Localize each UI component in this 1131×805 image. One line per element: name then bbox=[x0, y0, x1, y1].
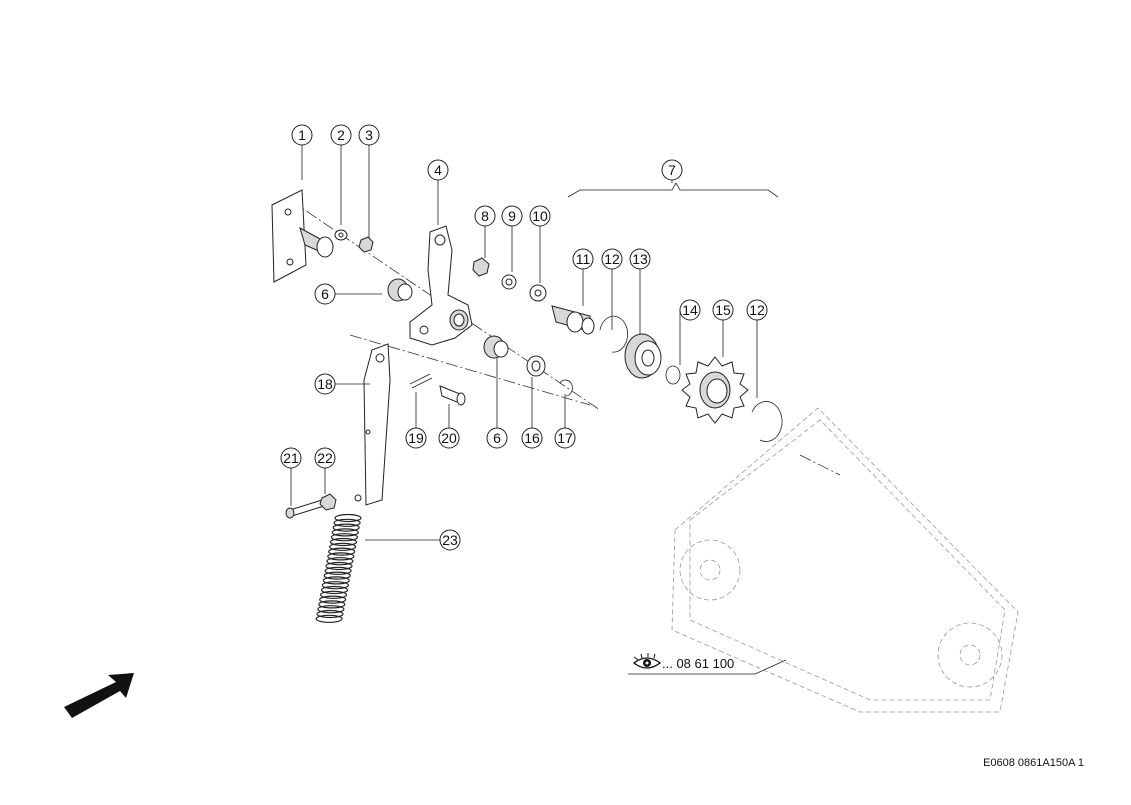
part-shaft bbox=[551, 305, 595, 335]
callout-label: 10 bbox=[532, 208, 548, 224]
callout-label: 6 bbox=[321, 286, 329, 302]
callout-13: 13 bbox=[629, 248, 651, 334]
part-tension-rod bbox=[354, 343, 391, 506]
callout-1: 1 bbox=[291, 124, 313, 180]
reference-leader bbox=[628, 659, 787, 675]
part-bolt bbox=[285, 499, 325, 519]
callout-12: 12 bbox=[601, 248, 623, 330]
part-circlip-12 bbox=[599, 315, 629, 353]
callout-label: 11 bbox=[576, 251, 591, 267]
drawing-code: E0608 0861A150A 1 bbox=[983, 757, 1084, 769]
callout-15: 15 bbox=[712, 299, 734, 357]
part-sprocket bbox=[681, 356, 749, 424]
part-circlip-17 bbox=[559, 379, 573, 397]
part-bracket-plate bbox=[271, 189, 334, 283]
callout-7: 7 bbox=[661, 159, 683, 183]
callout-11: 11 bbox=[572, 248, 594, 306]
callout-label: 9 bbox=[508, 208, 516, 224]
callout-6: 6 bbox=[314, 283, 382, 305]
arrow-icon bbox=[64, 673, 134, 718]
callout-22: 22 bbox=[314, 447, 336, 494]
callout-18: 18 bbox=[314, 373, 370, 395]
callout-label: 18 bbox=[317, 376, 333, 392]
callout-label: 2 bbox=[337, 127, 345, 143]
callout-2: 2 bbox=[330, 124, 352, 225]
part-spring bbox=[315, 513, 362, 623]
callout-label: 20 bbox=[441, 430, 457, 446]
part-nut-22 bbox=[319, 493, 337, 511]
part-nut-3 bbox=[358, 236, 374, 253]
callout-6: 6 bbox=[486, 357, 508, 449]
part-tension-arm bbox=[409, 225, 473, 346]
callout-14: 14 bbox=[679, 299, 701, 365]
callout-label: 4 bbox=[434, 162, 442, 178]
callout-9: 9 bbox=[501, 205, 523, 272]
callout-16: 16 bbox=[521, 377, 543, 449]
callout-label: 3 bbox=[365, 127, 373, 143]
callout-3: 3 bbox=[358, 124, 380, 238]
callout-label: 19 bbox=[408, 430, 424, 446]
callout-label: 16 bbox=[524, 430, 540, 446]
callout-23: 23 bbox=[365, 529, 461, 551]
callout-label: 23 bbox=[442, 532, 458, 548]
callout-21: 21 bbox=[280, 447, 302, 506]
callout-10: 10 bbox=[529, 205, 551, 283]
part-clevis-pin bbox=[439, 385, 466, 406]
part-bearing bbox=[624, 333, 662, 379]
reference-text: ... 08 61 100 bbox=[662, 656, 734, 671]
callout-label: 1 bbox=[298, 127, 306, 143]
callout-label: 8 bbox=[481, 208, 489, 224]
assembly-axis-lower bbox=[349, 334, 591, 406]
callout-17: 17 bbox=[554, 394, 576, 449]
cross-reference: ... 08 61 100 bbox=[628, 653, 787, 675]
part-nut-8 bbox=[472, 257, 490, 277]
group-bracket-7 bbox=[567, 182, 779, 198]
callout-4: 4 bbox=[427, 159, 449, 225]
callout-label: 13 bbox=[632, 251, 648, 267]
callout-label: 17 bbox=[557, 430, 573, 446]
callout-20: 20 bbox=[438, 404, 460, 449]
part-bushing-6-upper bbox=[387, 278, 413, 302]
callout-label: 14 bbox=[682, 302, 698, 318]
callout-label: 12 bbox=[749, 302, 765, 318]
part-circlip-14 bbox=[665, 365, 681, 385]
callout-8: 8 bbox=[474, 205, 496, 258]
callout-label: 21 bbox=[283, 450, 299, 466]
eye-icon bbox=[632, 653, 662, 669]
part-circlip-12-outer bbox=[751, 401, 783, 442]
sprocket-axis bbox=[799, 454, 841, 476]
callout-19: 19 bbox=[405, 392, 427, 449]
callout-label: 7 bbox=[668, 162, 676, 178]
callout-label: 22 bbox=[317, 450, 333, 466]
callout-label: 15 bbox=[715, 302, 731, 318]
callout-label: 12 bbox=[604, 251, 620, 267]
callout-12: 12 bbox=[746, 299, 768, 398]
callout-label: 6 bbox=[493, 430, 501, 446]
part-split-pin bbox=[409, 373, 433, 389]
part-bushing-6-lower bbox=[483, 335, 509, 359]
chain-drive-context bbox=[671, 407, 1019, 713]
